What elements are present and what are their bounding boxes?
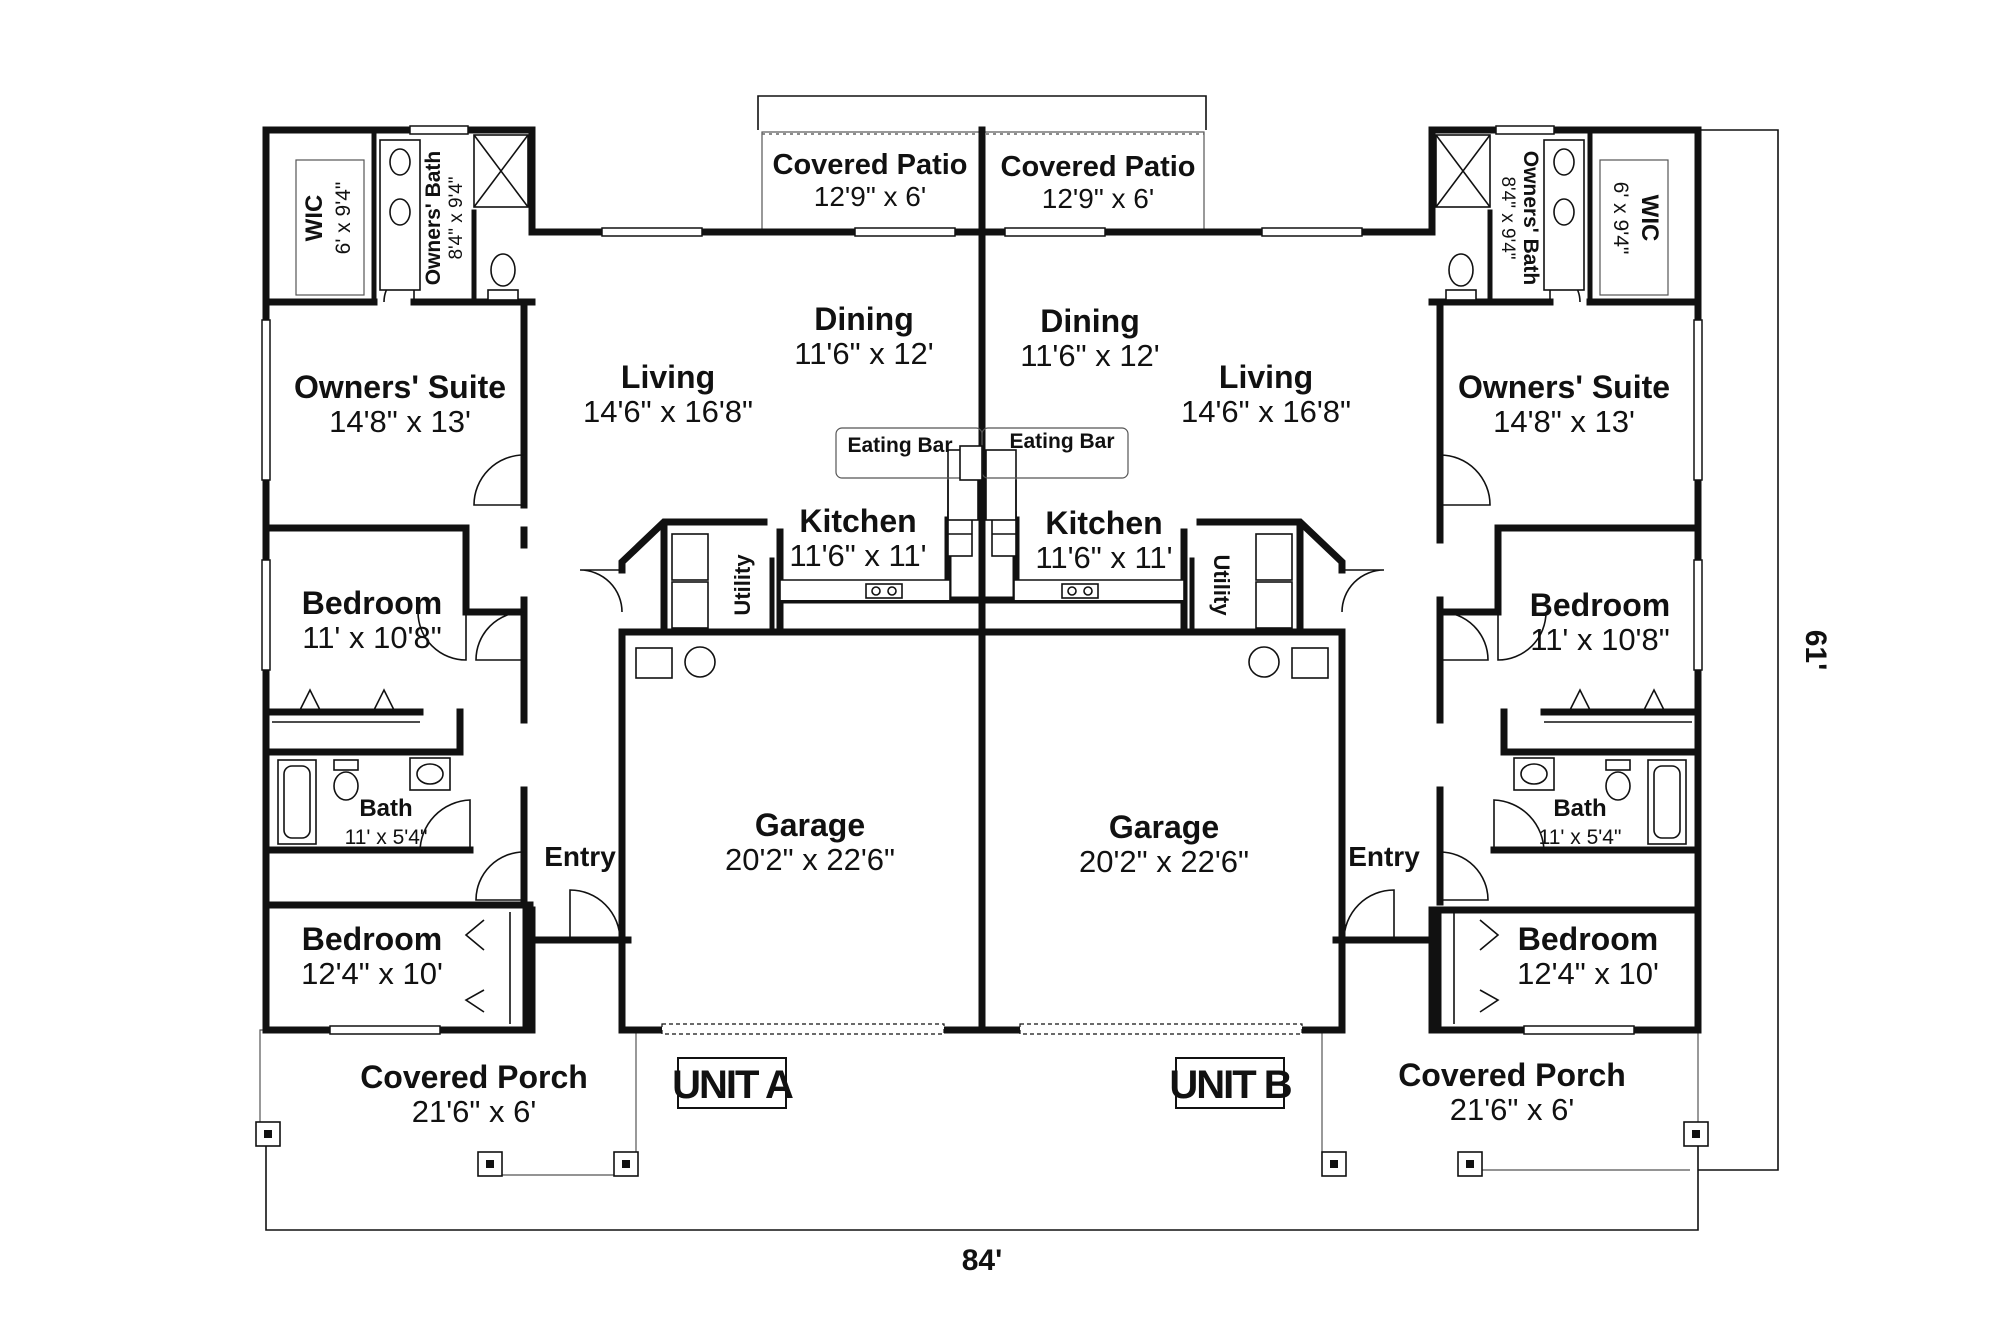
windows <box>261 125 1703 1035</box>
unit-a-wic-dim: 6' x 9'4" <box>332 182 355 255</box>
unit-b-living-dim: 14'6" x 16'8" <box>1181 394 1351 429</box>
unit-b-owners-bath-name: Owners' Bath <box>1519 151 1542 286</box>
unit-b-owners-suite-name: Owners' Suite <box>1458 369 1670 405</box>
unit-a-owners-bath-name: Owners' Bath <box>422 151 445 286</box>
unit-a-kitchen-name: Kitchen <box>799 503 916 539</box>
unit-a-bedroom-1-dim: 11' x 10'8" <box>302 620 441 655</box>
unit-a-wic-name: WIC <box>301 195 328 242</box>
unit-a-owners-bath-dim: 8'4" x 9'4" <box>446 176 467 259</box>
unit-b-wic-name: WIC <box>1636 195 1663 242</box>
unit-b-garage-dim: 20'2" x 22'6" <box>1079 844 1249 879</box>
unit-a-bath-dim: 11' x 5'4" <box>345 826 428 849</box>
unit-a-label: UNIT A <box>672 1063 793 1107</box>
unit-b-dining-name: Dining <box>1040 303 1140 339</box>
unit-a-covered-patio-dim: 12'9" x 6' <box>814 181 926 212</box>
unit-a-living-dim: 14'6" x 16'8" <box>583 394 753 429</box>
unit-a-eating-bar-label: Eating Bar <box>847 434 952 457</box>
fixtures <box>272 134 1692 1024</box>
unit-a-entry-label: Entry <box>544 841 616 872</box>
porch-posts <box>255 1121 1709 1177</box>
unit-b-owners-bath-dim: 8'4" x 9'4" <box>1497 176 1518 259</box>
unit-b-covered-porch-name: Covered Porch <box>1398 1057 1626 1093</box>
unit-b-wic-dim: 6' x 9'4" <box>1609 182 1632 255</box>
unit-a-covered-patio-name: Covered Patio <box>773 149 968 181</box>
unit-b-bedroom-1-dim: 11' x 10'8" <box>1530 622 1669 657</box>
unit-a-owners-suite-dim: 14'8" x 13' <box>329 404 471 439</box>
dimension-lines <box>265 95 1779 1231</box>
unit-b-dining-dim: 11'6" x 12' <box>1020 338 1159 373</box>
unit-b-label: UNIT B <box>1169 1063 1291 1107</box>
unit-b-covered-porch-dim: 21'6" x 6' <box>1450 1092 1575 1127</box>
unit-b-bedroom-2-dim: 12'4" x 10' <box>1517 956 1659 991</box>
unit-a-bedroom-1-name: Bedroom <box>302 585 442 621</box>
unit-a-kitchen-dim: 11'6" x 11' <box>789 538 926 573</box>
unit-b-entry-label: Entry <box>1348 841 1420 872</box>
unit-b-kitchen-dim: 11'6" x 11' <box>1035 540 1172 575</box>
unit-b-bath-name: Bath <box>1553 795 1606 822</box>
overall-depth-label: 61' <box>1799 630 1832 671</box>
unit-a-bath-name: Bath <box>359 795 412 822</box>
doors <box>383 271 1581 941</box>
unit-a-garage-dim: 20'2" x 22'6" <box>725 842 895 877</box>
unit-b-bath-dim: 11' x 5'4" <box>1539 826 1622 849</box>
unit-b-bedroom-2-name: Bedroom <box>1518 921 1658 957</box>
overall-width-label: 84' <box>962 1244 1003 1277</box>
unit-a-garage-name: Garage <box>755 807 865 843</box>
unit-a-covered-porch-name: Covered Porch <box>360 1059 588 1095</box>
walls <box>262 126 1702 1034</box>
unit-b-label-box <box>1175 1057 1285 1109</box>
unit-b-labels: Covered Patio 12'9" x 6' Dining 11'6" x … <box>1001 151 1671 1127</box>
unit-a-labels: Covered Patio 12'9" x 6' Dining 11'6" x … <box>294 149 968 1129</box>
unit-b-covered-patio-name: Covered Patio <box>1001 151 1196 183</box>
unit-a-label-box <box>677 1057 787 1109</box>
unit-a-bedroom-2-name: Bedroom <box>302 921 442 957</box>
unit-b-bedroom-1-name: Bedroom <box>1530 587 1670 623</box>
unit-b-living-name: Living <box>1219 359 1313 395</box>
unit-a-dining-name: Dining <box>814 301 914 337</box>
unit-b-eating-bar-label: Eating Bar <box>1009 430 1114 453</box>
unit-a-utility-label: Utility <box>730 554 755 616</box>
unit-b-garage-name: Garage <box>1109 809 1219 845</box>
unit-b-owners-suite-dim: 14'8" x 13' <box>1493 404 1635 439</box>
unit-b-utility-label: Utility <box>1209 554 1234 616</box>
unit-a-dining-dim: 11'6" x 12' <box>794 336 933 371</box>
unit-a-owners-suite-name: Owners' Suite <box>294 369 506 405</box>
unit-a-living-name: Living <box>621 359 715 395</box>
unit-a-bedroom-2-dim: 12'4" x 10' <box>301 956 443 991</box>
unit-b-kitchen-name: Kitchen <box>1045 505 1162 541</box>
unit-a-covered-porch-dim: 21'6" x 6' <box>412 1094 537 1129</box>
covered-porch-outlines <box>259 1029 1699 1176</box>
unit-b-covered-patio-dim: 12'9" x 6' <box>1042 183 1154 214</box>
